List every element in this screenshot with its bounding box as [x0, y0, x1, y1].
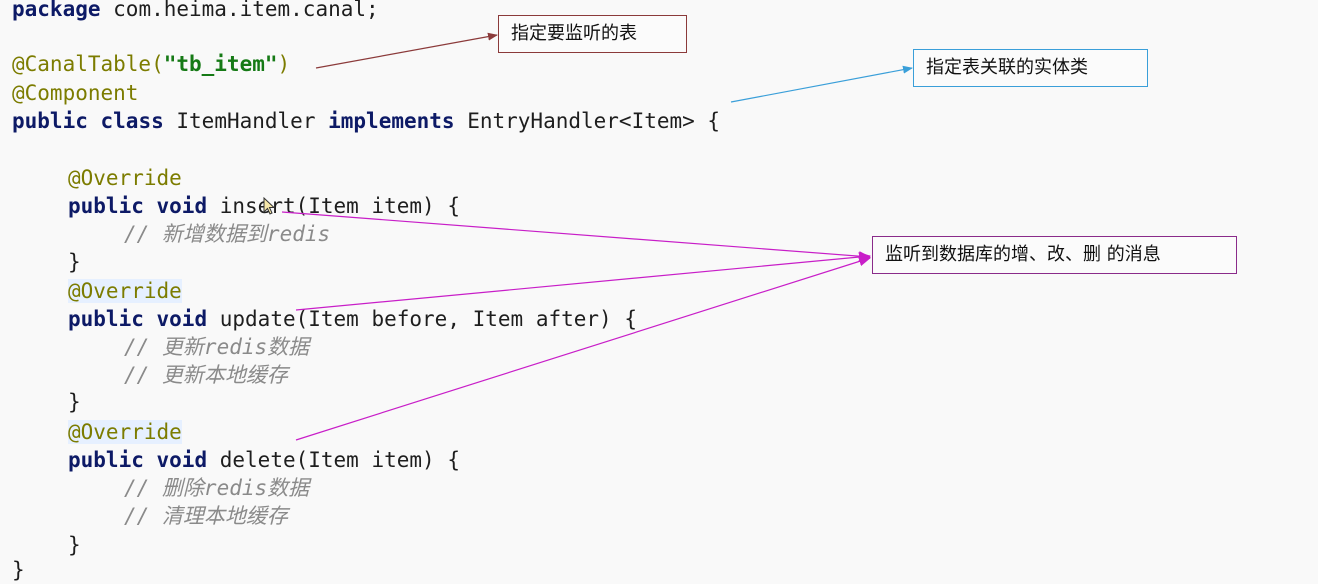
insert-comment-line: // 新增数据到redis	[124, 220, 330, 248]
insert-signature: insert(Item item) {	[219, 194, 460, 218]
insert-method-line: public void insert(Item item) {	[68, 192, 460, 220]
arrow-update-to-events-note	[295, 252, 871, 311]
insert-close-brace: }	[68, 248, 81, 276]
delete-comment-line-1: // 删除redis数据	[124, 474, 309, 502]
class-name: ItemHandler	[176, 109, 316, 133]
annotation-arrows	[281, 32, 913, 441]
comment: // 新增数据到redis	[124, 222, 331, 246]
annotation-close-paren: )	[277, 52, 291, 76]
arrow-to-entity-note	[730, 65, 913, 103]
keyword-implements: implements	[328, 109, 455, 133]
close-brace: }	[68, 250, 81, 274]
override-annotation-update: @Override	[68, 277, 182, 305]
keyword-public: public	[12, 109, 88, 133]
keyword-void: void	[156, 194, 208, 218]
update-close-brace: }	[68, 388, 81, 416]
keyword-void: void	[156, 307, 208, 331]
canal-table-string: "tb_item"	[163, 52, 278, 76]
comment: // 清理本地缓存	[124, 504, 288, 528]
keyword-void: void	[156, 448, 208, 472]
close-brace: }	[68, 533, 81, 557]
mouse-pointer-icon	[263, 197, 276, 215]
note-monitored-table: 指定要监听的表	[498, 15, 687, 53]
arrow-insert-to-events-note	[281, 211, 871, 262]
update-method-line: public void update(Item before, Item aft…	[68, 305, 637, 333]
keyword-public: public	[68, 448, 144, 472]
canal-table-annotation-line: @CanalTable("tb_item")	[12, 50, 290, 78]
override-annotation-insert: @Override	[68, 164, 182, 192]
keyword-public: public	[68, 194, 144, 218]
arrow-delete-to-events-note	[295, 256, 871, 441]
comment: // 删除redis数据	[124, 476, 310, 500]
component-annotation-line: @Component	[12, 79, 138, 107]
annotation-override: @Override	[68, 420, 182, 444]
package-name: com.heima.item.canal;	[100, 0, 379, 21]
delete-signature: delete(Item item) {	[219, 448, 460, 472]
annotation-override: @Override	[68, 166, 182, 190]
package-line: package com.heima.item.canal;	[12, 0, 379, 23]
keyword-package: package	[12, 0, 101, 21]
delete-method-line: public void delete(Item item) {	[68, 446, 460, 474]
update-comment-line-1: // 更新redis数据	[124, 333, 309, 361]
interface-name: EntryHandler<Item> {	[467, 109, 721, 133]
keyword-class: class	[100, 109, 164, 133]
keyword-public: public	[68, 307, 144, 331]
annotation-component: @Component	[12, 81, 139, 105]
delete-close-brace: }	[68, 531, 81, 559]
annotation-canal-table: @CanalTable(	[12, 52, 164, 76]
comment: // 更新redis数据	[124, 335, 310, 359]
class-declaration-line: public class ItemHandler implements Entr…	[12, 107, 720, 135]
annotation-override: @Override	[68, 279, 182, 303]
comment: // 更新本地缓存	[124, 363, 288, 387]
close-brace: }	[68, 390, 81, 414]
update-comment-line-2: // 更新本地缓存	[124, 361, 288, 389]
note-db-events: 监听到数据库的增、改、删 的消息	[872, 236, 1237, 274]
note-entity-class: 指定表关联的实体类	[913, 49, 1148, 87]
override-annotation-delete: @Override	[68, 418, 182, 446]
delete-comment-line-2: // 清理本地缓存	[124, 502, 288, 530]
arrow-to-table-note	[315, 32, 498, 69]
update-signature: update(Item before, Item after) {	[219, 307, 637, 331]
